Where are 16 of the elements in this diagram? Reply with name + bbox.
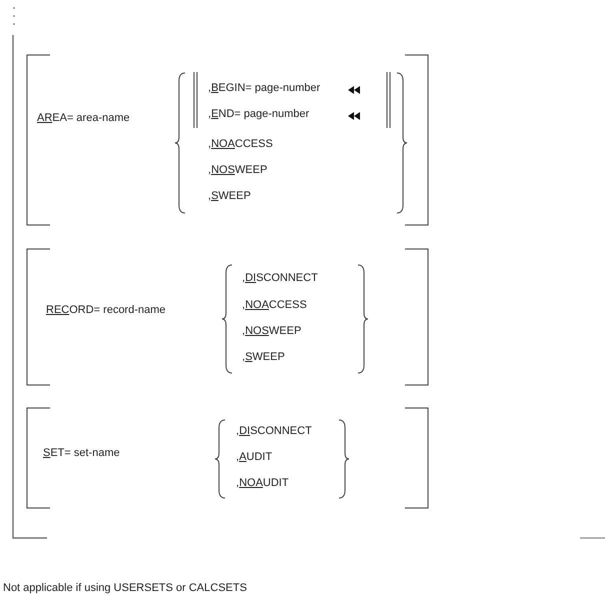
syntax-option: ,AUDIT — [236, 450, 272, 464]
syntax-option: ,NOSWEEP — [208, 163, 268, 177]
footnote: Not applicable if using USERSETS or CALCSETS — [3, 581, 247, 595]
syntax-keyword: SET= set-name — [43, 446, 120, 460]
syntax-keyword: AREA= area-name — [37, 111, 130, 125]
syntax-option: ,DISCONNECT — [242, 271, 318, 285]
syntax-keyword: RECORD= record-name — [46, 303, 166, 317]
syntax-option: ,SWEEP — [242, 350, 285, 364]
syntax-option: ,SWEEP — [208, 189, 251, 203]
syntax-option: ,NOACCESS — [208, 137, 273, 151]
syntax-option: ,BEGIN= page-number — [208, 81, 320, 95]
syntax-option: ,NOSWEEP — [242, 324, 302, 338]
syntax-option: ,NOAUDIT — [236, 476, 289, 490]
syntax-option: ,NOACCESS — [242, 298, 307, 312]
syntax-option: ,END= page-number — [208, 107, 310, 121]
syntax-option: ,DISCONNECT — [236, 424, 312, 438]
